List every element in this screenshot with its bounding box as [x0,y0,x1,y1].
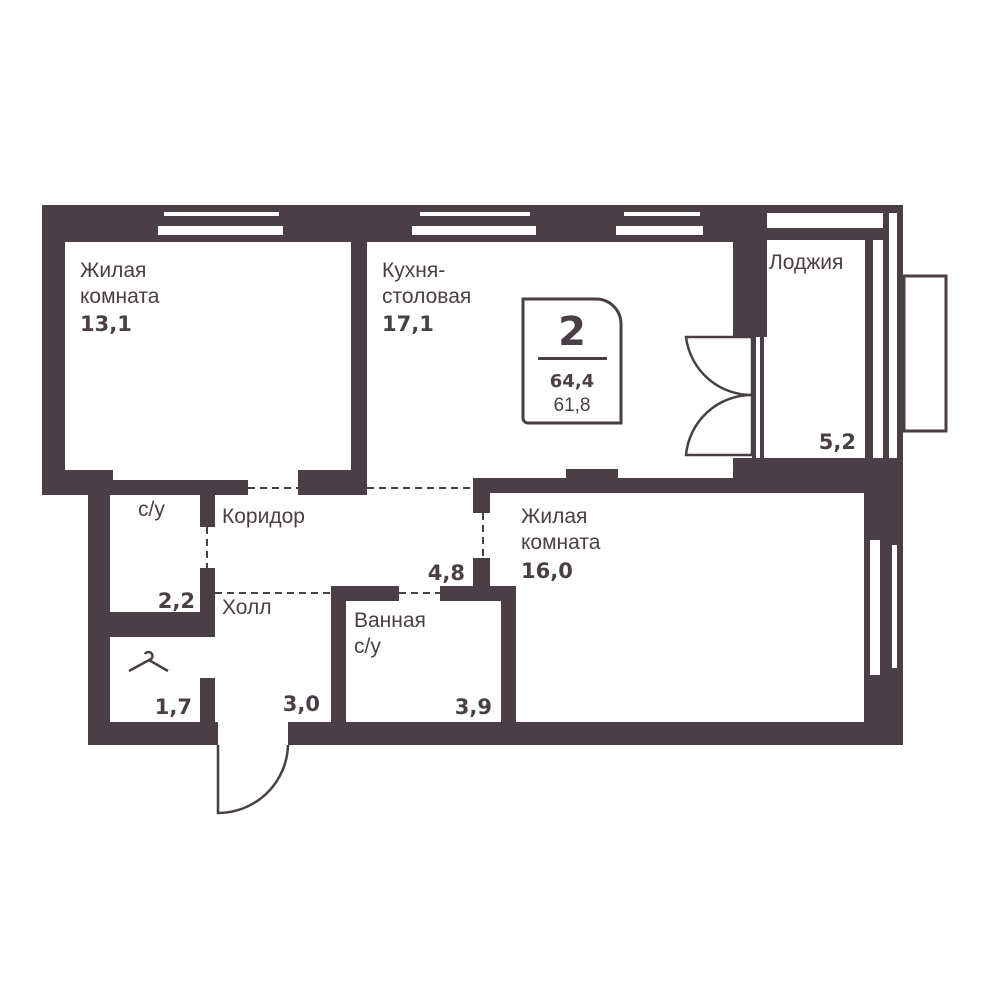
room-kitchen: Кухня- столовая 17,1 [382,259,471,336]
room-name: комната [521,531,601,554]
room-wc: с/у 2,2 [138,498,195,613]
walls [42,205,903,745]
room-name: Кухня- [382,259,445,282]
living-area: 61,8 [554,395,591,416]
room-name: Холл [222,596,272,619]
room-name: комната [80,285,160,308]
hanger-icon [128,650,169,673]
room-name: с/у [354,635,381,658]
room-loggia: Лоджия 5,2 [769,251,856,454]
room-area: 13,1 [80,312,132,336]
room-living-1: Жилая комната 13,1 [80,259,160,336]
room-living-2: Жилая комната 16,0 [521,505,601,583]
room-name: Лоджия [769,251,843,274]
room-area: 16,0 [521,559,573,583]
room-bathroom: Ванная с/у 3,9 [354,609,492,719]
room-area: 2,2 [158,589,195,613]
room-area: 17,1 [382,312,434,336]
room-area: 4,8 [428,561,465,585]
room-name: Жилая [80,259,146,282]
windows [158,205,948,675]
room-name: Жилая [521,505,587,528]
room-name: Ванная [354,609,426,632]
room-name: столовая [382,285,471,308]
room-area: 5,2 [819,430,856,454]
room-name: Коридор [222,505,305,528]
room-closet: 1,7 [128,650,192,719]
room-area: 3,0 [283,692,320,716]
room-count: 2 [558,309,586,355]
room-area: 3,9 [455,695,492,719]
balcony-door [684,335,764,458]
openings [206,487,484,594]
room-hall: Холл 3,0 [222,596,320,716]
total-area: 64,4 [550,371,594,392]
room-name: с/у [138,498,165,521]
room-corridor: Коридор 4,8 [222,505,465,585]
entrance-door[interactable] [216,744,290,815]
room-area: 1,7 [155,695,192,719]
apartment-badge: 2 64,4 61,8 [521,297,623,425]
